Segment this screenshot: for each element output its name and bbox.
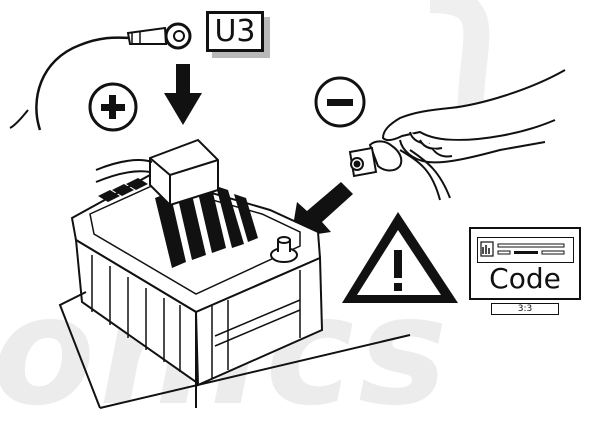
minus-symbol-icon: [316, 78, 364, 126]
down-arrow-icon: [164, 64, 202, 125]
code-label: Code: [471, 264, 579, 294]
radio-display-icon: [477, 237, 574, 263]
radio-code-panel: Code: [469, 227, 581, 300]
step-indicator: 3:3: [491, 303, 559, 315]
watermark-arc: [430, 0, 476, 120]
plus-symbol-icon: [90, 84, 136, 130]
terminal-label: U3: [206, 11, 264, 52]
radio-face-icon: [478, 238, 572, 261]
battery-disconnect-illustration: [0, 0, 592, 410]
hand-with-negative-clamp: [350, 70, 565, 200]
warning-triangle-icon: [342, 212, 458, 303]
